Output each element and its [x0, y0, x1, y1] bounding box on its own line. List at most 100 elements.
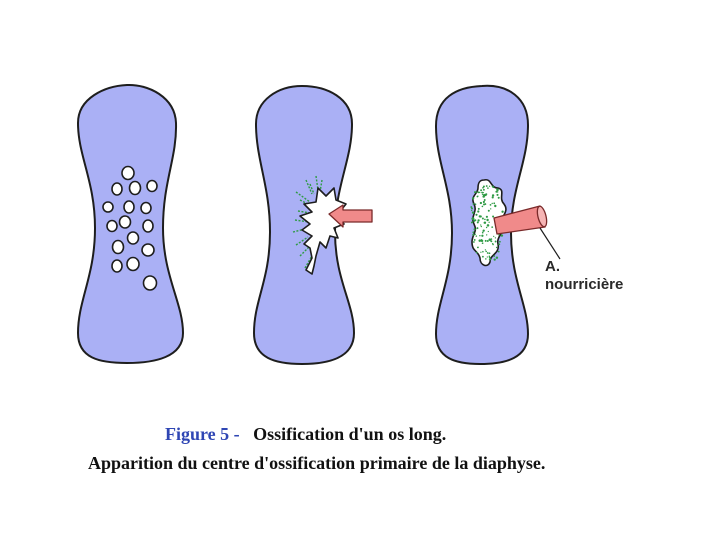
- ossification-speckle: [477, 210, 479, 212]
- ossification-speckle: [475, 203, 477, 205]
- ossification-speckle: [481, 239, 482, 240]
- ossification-speckle: [489, 186, 490, 187]
- ossification-speckle: [475, 191, 476, 192]
- ossification-speckle: [470, 206, 472, 208]
- hypertrophic-cell: [141, 203, 151, 214]
- ossification-speckle: [483, 204, 485, 206]
- ossification-speckle: [498, 197, 500, 199]
- ossification-speckle: [475, 214, 477, 216]
- bone-panel-3: [436, 86, 560, 364]
- ossification-speckle: [476, 227, 478, 229]
- annotation-leader-line: [540, 228, 560, 259]
- hypertrophic-cell: [113, 241, 124, 254]
- ossification-speckle: [484, 199, 486, 201]
- ossification-speckle: [492, 243, 493, 244]
- ossification-speckle: [480, 202, 482, 204]
- ossification-speckle: [497, 191, 499, 193]
- hypertrophic-cell: [124, 201, 134, 213]
- ossification-speckle: [482, 218, 484, 220]
- ossification-speckle: [486, 193, 488, 195]
- ossification-speckle: [474, 234, 476, 236]
- ossification-speckle: [492, 194, 494, 196]
- ossification-speckle: [493, 202, 495, 204]
- ossification-speckle: [482, 194, 483, 195]
- ossification-speckle: [488, 210, 490, 212]
- ossification-speckle: [480, 224, 481, 225]
- ossification-speckle: [486, 234, 487, 235]
- artery-label-abbrev: A.: [545, 258, 623, 276]
- ossification-speckle: [472, 234, 474, 236]
- ossification-speckle: [477, 221, 479, 223]
- hypertrophic-cell: [144, 276, 157, 290]
- hypertrophic-cell: [147, 181, 157, 192]
- ossification-speckle: [481, 235, 483, 237]
- ossification-speckle: [476, 235, 477, 236]
- ossification-speckle: [490, 204, 492, 206]
- ossification-speckle: [492, 215, 494, 217]
- ossification-speckle: [501, 211, 503, 213]
- hypertrophic-cell: [103, 202, 113, 212]
- ossification-speckle: [482, 256, 484, 258]
- ossification-speckle: [487, 187, 489, 189]
- ossification-speckle: [480, 189, 482, 191]
- figure-title: Ossification d'un os long.: [253, 424, 446, 444]
- hypertrophic-cell: [112, 183, 122, 195]
- ossification-speckle: [484, 222, 486, 224]
- ossification-speckle: [477, 196, 479, 198]
- ossification-speckle: [496, 188, 499, 191]
- ossification-speckle: [488, 231, 489, 232]
- ossification-speckle: [498, 243, 500, 245]
- ossification-speckle: [490, 208, 491, 209]
- ossification-speckle: [493, 236, 494, 237]
- ossification-speckle: [471, 221, 473, 223]
- ossification-speckle: [491, 226, 493, 228]
- ossification-speckle: [478, 208, 480, 210]
- ossification-speckle: [483, 202, 484, 203]
- ossification-speckle: [489, 256, 490, 257]
- ossification-speckle: [480, 215, 482, 217]
- ossification-speckle: [482, 206, 484, 208]
- bone-panel-2: [254, 86, 372, 364]
- hypertrophic-cell: [130, 182, 141, 195]
- artery-label: A. nourricière: [545, 258, 623, 294]
- ossification-speckle: [479, 235, 480, 236]
- ossification-speckle: [471, 217, 474, 220]
- hypertrophic-cell: [127, 258, 139, 271]
- hypertrophic-cell: [143, 220, 153, 232]
- hypertrophic-cell: [120, 216, 131, 228]
- ossification-speckle: [482, 195, 485, 198]
- ossification-speckle: [494, 205, 496, 207]
- ossification-speckle: [482, 232, 484, 234]
- ossification-speckle: [484, 219, 486, 221]
- ossification-speckle: [480, 252, 481, 253]
- ossification-speckle: [479, 192, 480, 193]
- artery-label-name: nourricière: [545, 276, 623, 294]
- ossification-speckle: [485, 251, 487, 253]
- ossification-speckle: [487, 256, 488, 257]
- ossification-speckle: [485, 249, 486, 250]
- ossification-speckle: [489, 238, 492, 241]
- ossification-speckle: [482, 242, 484, 244]
- ossification-speckle: [498, 251, 500, 253]
- ossification-speckle: [489, 252, 491, 254]
- ossification-speckle: [487, 224, 490, 227]
- figure-label: Figure 5 -: [165, 424, 240, 444]
- ossification-speckle: [477, 247, 479, 249]
- ossification-speckle: [482, 251, 484, 253]
- ossification-speckle: [472, 211, 474, 213]
- ossification-speckle: [496, 194, 498, 196]
- ossification-speckle: [482, 231, 483, 232]
- ossification-speckle: [496, 247, 497, 248]
- ossification-speckle: [492, 196, 494, 198]
- ossification-speckle: [496, 257, 498, 259]
- ossification-speckle: [474, 228, 476, 230]
- ossification-speckle: [485, 240, 487, 242]
- ossification-speckle: [471, 210, 472, 211]
- ossification-speckle: [483, 192, 484, 193]
- ossification-speckle: [486, 219, 488, 221]
- hypertrophic-cell: [128, 232, 139, 244]
- ossification-speckle: [485, 258, 487, 260]
- ossification-speckle: [473, 241, 475, 243]
- ossification-speckle: [491, 203, 492, 204]
